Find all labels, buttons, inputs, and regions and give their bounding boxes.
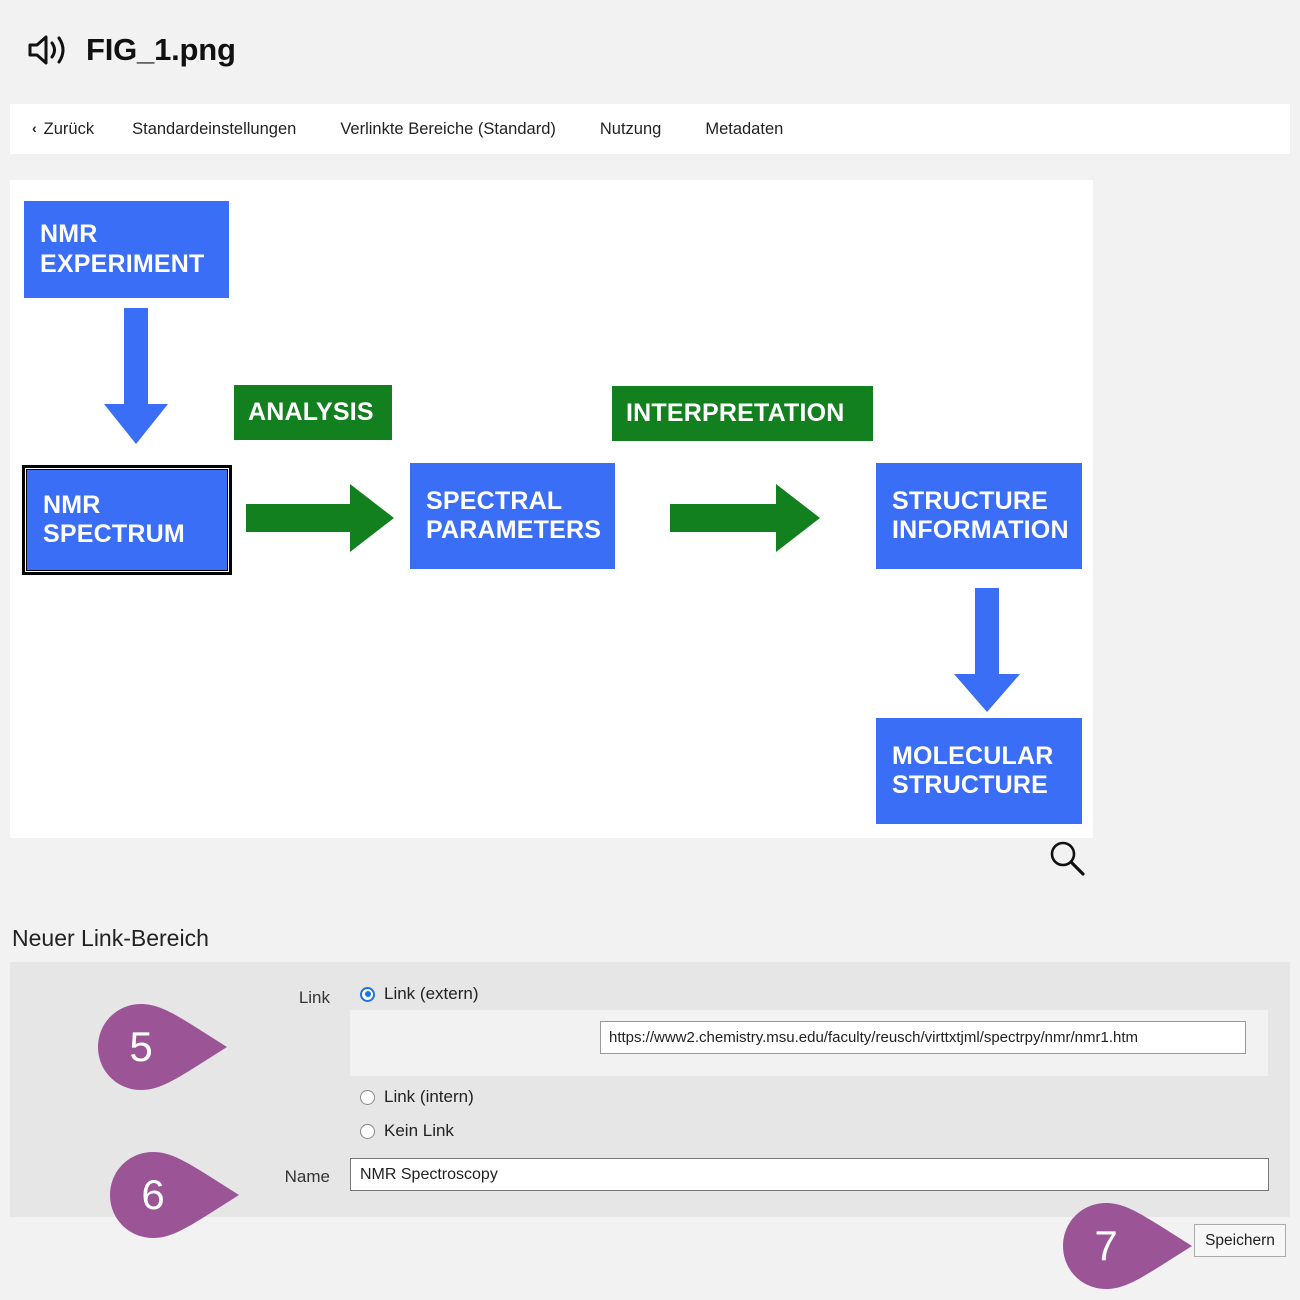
name-input[interactable]: NMR Spectroscopy bbox=[350, 1158, 1269, 1191]
callout-pin-7-number: 7 bbox=[1094, 1222, 1118, 1269]
diagram-node-nmr-spectrum[interactable]: NMR SPECTRUM bbox=[22, 465, 232, 575]
node-line-1: INTERPRETATION bbox=[626, 398, 845, 427]
node-line-2: INFORMATION bbox=[892, 516, 1069, 544]
callout-teardrop-icon bbox=[110, 1152, 239, 1238]
node-line-2: EXPERIMENT bbox=[40, 249, 205, 278]
diagram-node-spectral-parameters[interactable]: SPECTRAL PARAMETERS bbox=[410, 463, 615, 569]
node-line-1: NMR bbox=[43, 490, 101, 519]
node-line-1: STRUCTURE bbox=[892, 486, 1048, 515]
page-title: FIG_1.png bbox=[86, 32, 236, 67]
nav-item-standardeinstellungen[interactable]: Standardeinstellungen bbox=[132, 119, 297, 138]
radio-label-link-extern: Link (extern) bbox=[384, 984, 479, 1003]
callout-pin-6-number: 6 bbox=[141, 1171, 165, 1218]
save-button[interactable]: Speichern bbox=[1194, 1224, 1286, 1257]
arrow-structure-to-molecular-icon bbox=[954, 588, 1020, 712]
radio-option-link-intern[interactable]: Link (intern) bbox=[360, 1087, 474, 1107]
diagram-node-molecular-structure[interactable]: MOLECULAR STRUCTURE bbox=[876, 718, 1082, 824]
node-line-1: SPECTRAL bbox=[426, 486, 563, 515]
node-line-2: STRUCTURE bbox=[892, 771, 1048, 799]
arrow-spectrum-to-parameters-icon bbox=[246, 484, 394, 552]
callout-pin-5: 5 bbox=[98, 1004, 228, 1090]
nav-item-metadaten[interactable]: Metadaten bbox=[705, 119, 784, 138]
callout-teardrop-icon bbox=[1063, 1203, 1192, 1289]
node-line-2: SPECTRUM bbox=[43, 520, 185, 548]
callout-teardrop-icon bbox=[98, 1004, 227, 1090]
arrow-parameters-to-structure-icon bbox=[670, 484, 820, 552]
nav-item-verlinkte-bereiche[interactable]: Verlinkte Bereiche (Standard) bbox=[340, 119, 556, 138]
callout-pin-5-number: 5 bbox=[129, 1023, 153, 1070]
nav-item-nutzung[interactable]: Nutzung bbox=[599, 119, 662, 138]
radio-label-link-intern: Link (intern) bbox=[384, 1087, 474, 1106]
node-line-1: MOLECULAR bbox=[892, 741, 1054, 770]
radio-icon-kein-link[interactable] bbox=[360, 1123, 375, 1139]
url-input[interactable]: https://www2.chemistry.msu.edu/faculty/r… bbox=[600, 1021, 1246, 1054]
page-header: FIG_1.png bbox=[0, 0, 1300, 100]
image-preview-panel: NMR EXPERIMENT NMR SPECTRUM ANALYSIS SPE… bbox=[10, 180, 1093, 838]
speaker-icon bbox=[28, 35, 65, 65]
nav-bar: ‹ Zurück Standardeinstellungen Verlinkte… bbox=[10, 104, 1290, 154]
nav-back-button[interactable]: ‹ Zurück bbox=[32, 120, 94, 139]
radio-option-kein-link[interactable]: Kein Link bbox=[360, 1121, 454, 1141]
magnifier-icon[interactable] bbox=[1046, 838, 1090, 882]
diagram-node-nmr-experiment[interactable]: NMR EXPERIMENT bbox=[24, 201, 229, 298]
chevron-left-icon: ‹ bbox=[32, 120, 37, 136]
radio-label-kein-link: Kein Link bbox=[384, 1121, 454, 1140]
extern-link-subpanel: https://www2.chemistry.msu.edu/faculty/r… bbox=[350, 1010, 1268, 1076]
section-title-neuer-link-bereich: Neuer Link-Bereich bbox=[12, 925, 209, 951]
diagram-node-interpretation[interactable]: INTERPRETATION bbox=[612, 386, 873, 441]
callout-pin-7: 7 bbox=[1063, 1203, 1193, 1289]
callout-pin-6: 6 bbox=[110, 1152, 240, 1238]
diagram-node-analysis[interactable]: ANALYSIS bbox=[234, 385, 392, 440]
nav-back-label: Zurück bbox=[43, 119, 95, 138]
diagram-node-structure-information[interactable]: STRUCTURE INFORMATION bbox=[876, 463, 1082, 569]
radio-icon-link-intern[interactable] bbox=[360, 1089, 375, 1105]
node-line-2: PARAMETERS bbox=[426, 516, 602, 544]
arrow-experiment-to-spectrum-icon bbox=[104, 308, 168, 444]
radio-option-link-extern[interactable]: Link (extern) bbox=[360, 984, 478, 1004]
node-line-1: ANALYSIS bbox=[248, 397, 374, 426]
link-area-form: Link Link (extern) https://www2.chemistr… bbox=[10, 962, 1290, 1217]
node-line-1: NMR bbox=[40, 220, 98, 248]
radio-icon-link-extern[interactable] bbox=[360, 986, 375, 1002]
nmr-workflow-diagram: NMR EXPERIMENT NMR SPECTRUM ANALYSIS SPE… bbox=[10, 180, 1093, 838]
name-field-label: Name bbox=[284, 1167, 330, 1186]
link-field-label: Link bbox=[298, 988, 330, 1007]
